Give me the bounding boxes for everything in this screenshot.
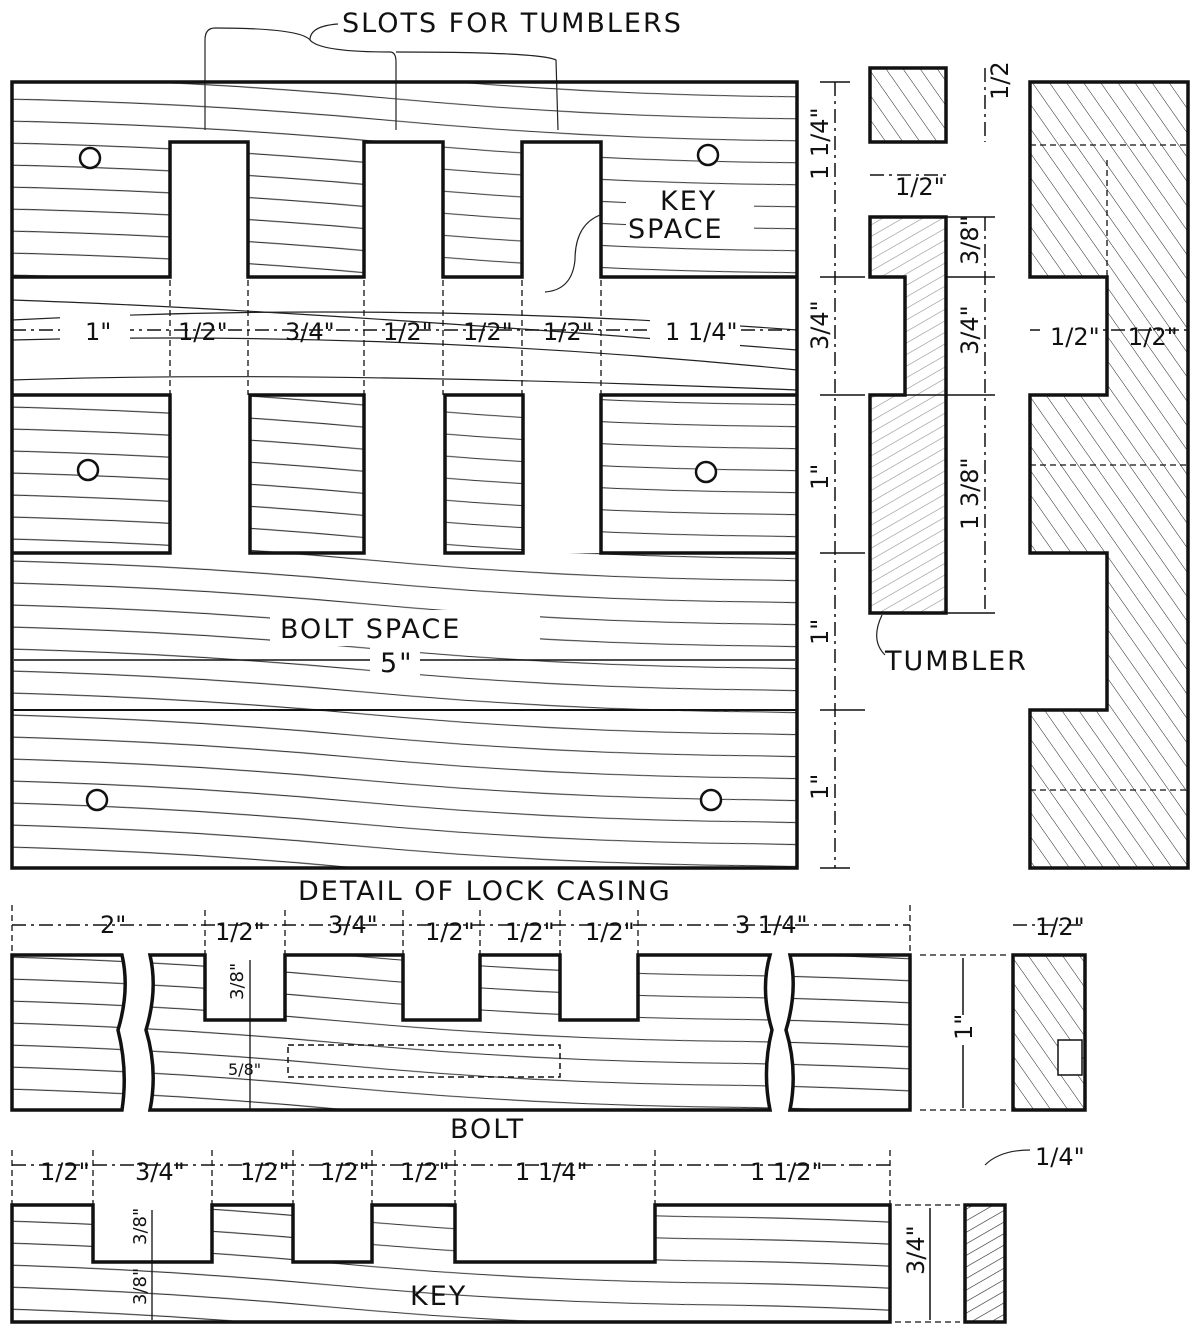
dim: 3/8" xyxy=(227,963,248,1000)
dim: 3 1/4" xyxy=(735,911,808,939)
dim: 3/8" xyxy=(130,1208,151,1245)
tumbler-label: TUMBLER xyxy=(884,646,1028,677)
dim: 3/4" xyxy=(328,911,378,939)
bolt-space-label: BOLT SPACE xyxy=(280,614,461,645)
dim: 1/2" xyxy=(215,918,265,946)
dim: 3/8" xyxy=(130,1268,151,1305)
dim: 1/2" xyxy=(505,918,555,946)
dim: 1/2" xyxy=(178,318,228,346)
dim: 3/8" xyxy=(956,215,984,265)
dim: 1/2" xyxy=(895,173,945,201)
dim: 3/4" xyxy=(285,318,335,346)
dim: 1/2" xyxy=(543,318,593,346)
dim: 3/4" xyxy=(806,300,834,350)
dim: 1" xyxy=(806,774,834,800)
tumbler: 1/2 1/2" 3/8" 3/4" 1 3/8" TUMBLER xyxy=(868,61,1028,677)
dim: 1/2" xyxy=(240,1158,290,1186)
dim: 1 1/4" xyxy=(665,318,738,346)
key-label: KEY xyxy=(410,1281,467,1312)
dim: 1" xyxy=(806,619,834,645)
dim: 1 3/8" xyxy=(956,457,984,530)
casing-vertical-dimensions: 1 1/4" 3/4" 1" 1" 1" xyxy=(806,81,865,869)
dim: 1/2" xyxy=(400,1158,450,1186)
detail-title: DETAIL OF LOCK CASING xyxy=(298,876,672,907)
bolt: 2" 1/2" 3/4" 1/2" 1/2" 1/2" 3 1/4" 3/8" … xyxy=(10,905,1087,1145)
dim: 1 1/4" xyxy=(806,107,834,180)
casing-side-section: 1/2" 1/2" xyxy=(1028,80,1190,870)
key: 1/2" 3/4" 1/2" 1/2" 1/2" 1 1/4" 1 1/2" 3… xyxy=(10,1143,1085,1324)
dim: 1/2" xyxy=(40,1158,90,1186)
key-space-label-1: KEY xyxy=(660,186,717,217)
dim: 1/2 xyxy=(986,61,1014,100)
dim: 1/2" xyxy=(320,1158,370,1186)
dim: 1/2" xyxy=(463,318,513,346)
dim: 1/2" xyxy=(383,318,433,346)
key-space-label-2: SPACE xyxy=(628,214,724,245)
dim: 1" xyxy=(806,464,834,490)
slots-for-tumblers-label: SLOTS FOR TUMBLERS xyxy=(342,8,683,39)
casing-width-dim: 5" xyxy=(380,648,414,679)
dim: 3/4" xyxy=(135,1158,185,1186)
casing-horizontal-dimensions: 1" 1/2" 3/4" 1/2" 1/2" 1/2" 1 1/4" xyxy=(12,280,797,395)
dim: 1/2" xyxy=(1035,913,1085,941)
dim: 1/2" xyxy=(1128,323,1178,351)
screw-holes xyxy=(76,143,723,812)
bolt-label: BOLT xyxy=(450,1114,525,1145)
dim: 3/4" xyxy=(956,305,984,355)
dim: 3/4" xyxy=(902,1225,930,1275)
dim: 1" xyxy=(85,318,111,346)
dim: 1" xyxy=(950,1014,978,1040)
dim: 1 1/2" xyxy=(750,1158,823,1186)
dim: 1/2" xyxy=(425,918,475,946)
dim: 1 1/4" xyxy=(515,1158,588,1186)
dim: 1/2" xyxy=(585,918,635,946)
dim: 1/2" xyxy=(1050,323,1100,351)
dim: 2" xyxy=(100,911,126,939)
dim: 1/4" xyxy=(1035,1143,1085,1171)
dim: 5/8" xyxy=(228,1060,261,1079)
callout-leaders xyxy=(204,23,559,131)
